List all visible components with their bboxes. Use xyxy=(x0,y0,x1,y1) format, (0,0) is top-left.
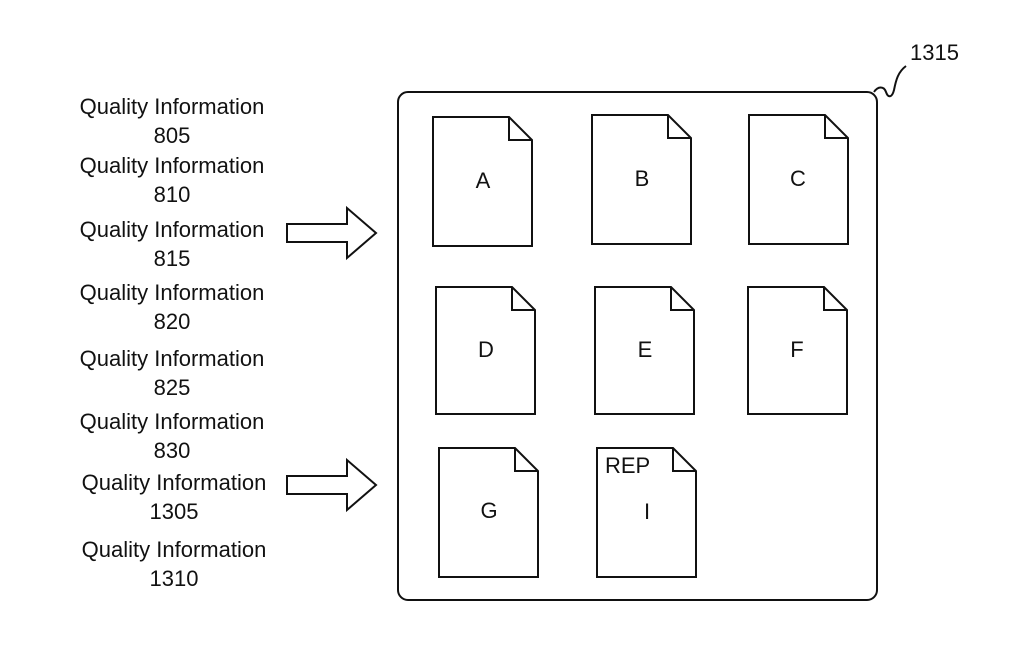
document: REP I xyxy=(596,447,697,578)
document-icon xyxy=(591,114,692,245)
quality-info-label: Quality Information xyxy=(80,94,265,119)
document-icon xyxy=(596,447,697,578)
document-fold-icon xyxy=(508,117,532,141)
document-fold-icon xyxy=(672,448,696,472)
document-fold-icon xyxy=(670,287,694,311)
document: C xyxy=(748,114,849,245)
document-fold-icon xyxy=(514,448,538,472)
document-container xyxy=(397,91,878,601)
container-reference-number: 1315 xyxy=(910,40,959,65)
quality-info-item: Quality Information 810 xyxy=(80,153,265,207)
document-letter: G xyxy=(480,498,497,523)
quality-info-label: Quality Information xyxy=(80,217,265,242)
document: F xyxy=(747,286,848,415)
document-icon xyxy=(435,286,536,415)
document-fold-icon xyxy=(667,115,691,139)
quality-info-number: 810 xyxy=(154,182,191,207)
document-fold-icon xyxy=(511,287,535,311)
quality-info-number: 820 xyxy=(154,309,191,334)
document-letter: A xyxy=(476,168,491,193)
quality-info-item: Quality Information 805 xyxy=(80,94,265,148)
quality-info-number: 1305 xyxy=(150,499,199,524)
document-fold-icon xyxy=(824,115,848,139)
quality-info-list: Quality Information 805 Quality Informat… xyxy=(80,94,267,591)
quality-info-item: Quality Information 1305 xyxy=(82,470,267,524)
quality-info-label: Quality Information xyxy=(82,470,267,495)
quality-info-item: Quality Information 830 xyxy=(80,409,265,463)
document: A xyxy=(432,116,533,247)
quality-info-number: 825 xyxy=(154,375,191,400)
quality-info-label: Quality Information xyxy=(80,346,265,371)
quality-info-item: Quality Information 1310 xyxy=(82,537,267,591)
document-icon xyxy=(594,286,695,415)
quality-info-label: Quality Information xyxy=(80,280,265,305)
quality-info-label: Quality Information xyxy=(82,537,267,562)
document-letter: E xyxy=(638,337,653,362)
document-icon xyxy=(438,447,539,578)
document-letter: I xyxy=(644,499,650,524)
document-letter: C xyxy=(790,166,806,191)
document-letter: F xyxy=(790,337,803,362)
quality-info-number: 815 xyxy=(154,246,191,271)
quality-info-label: Quality Information xyxy=(80,153,265,178)
document: B xyxy=(591,114,692,245)
quality-info-number: 830 xyxy=(154,438,191,463)
reference-leader-line xyxy=(873,65,907,98)
quality-info-item: Quality Information 815 xyxy=(80,217,265,271)
document-fold-icon xyxy=(823,287,847,311)
document-letter: B xyxy=(635,166,650,191)
arrow-right-icon xyxy=(286,457,378,513)
quality-info-item: Quality Information 825 xyxy=(80,346,265,400)
arrow-right-icon xyxy=(286,205,378,261)
quality-info-number: 1310 xyxy=(150,566,199,591)
document-tag: REP xyxy=(605,453,650,478)
document-icon xyxy=(747,286,848,415)
document-icon xyxy=(748,114,849,245)
document-letter: D xyxy=(478,337,494,362)
document: D xyxy=(435,286,536,415)
quality-info-label: Quality Information xyxy=(80,409,265,434)
document-icon xyxy=(432,116,533,247)
document: E xyxy=(594,286,695,415)
quality-info-item: Quality Information 820 xyxy=(80,280,265,334)
document: G xyxy=(438,447,539,578)
quality-info-number: 805 xyxy=(154,123,191,148)
